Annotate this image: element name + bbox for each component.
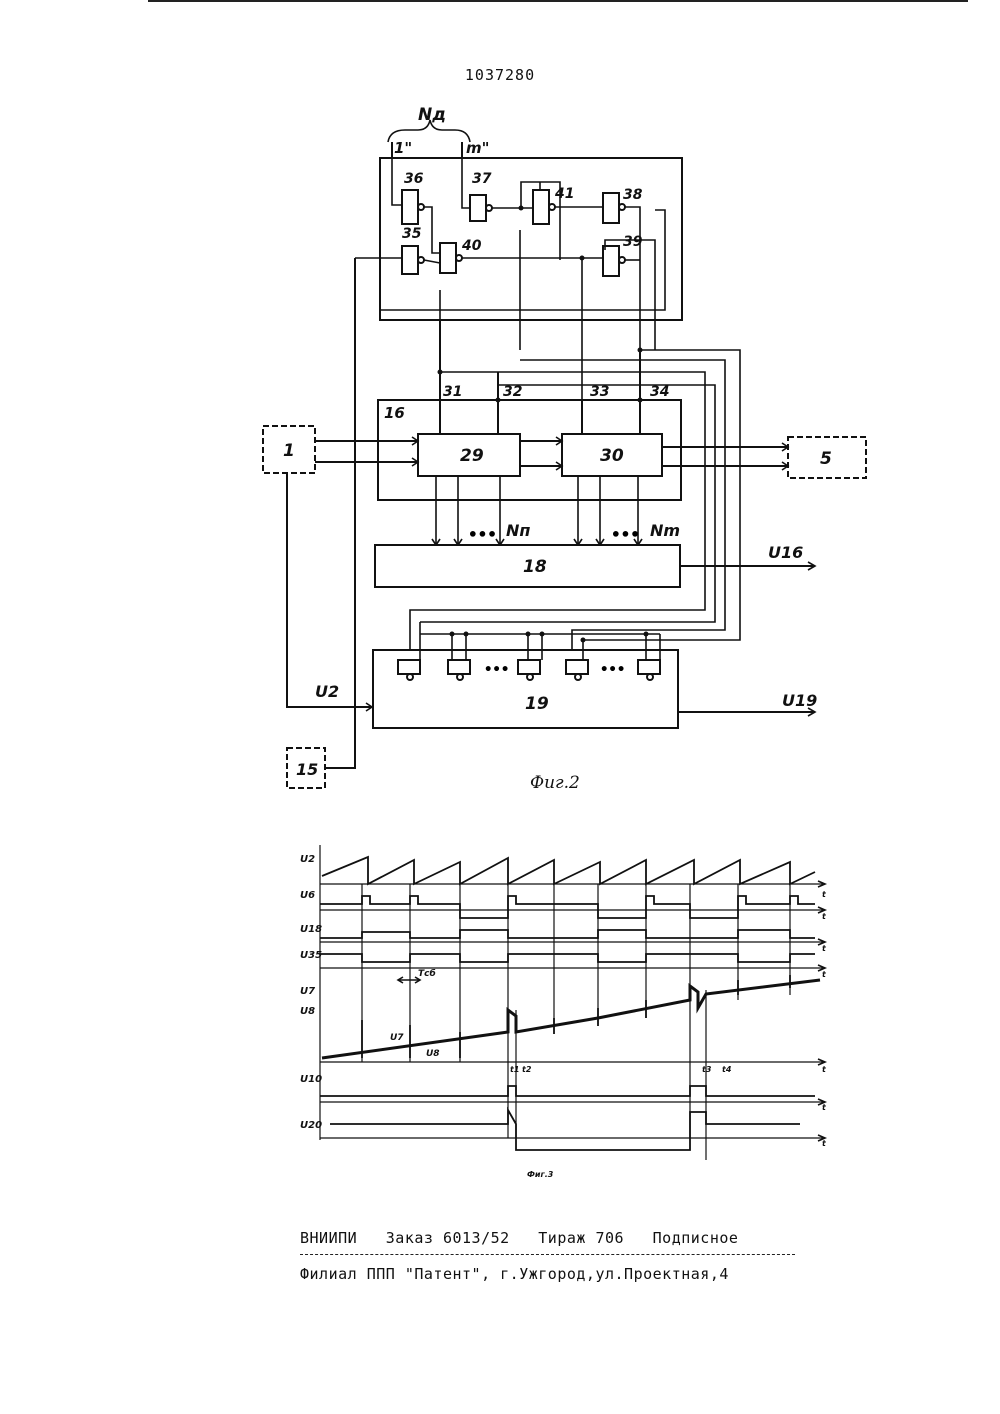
interval-marker: Tсб: [398, 968, 436, 983]
svg-text:U7: U7: [300, 986, 315, 997]
svg-text:U18: U18: [300, 924, 322, 935]
trace-u20: [330, 1110, 800, 1150]
svg-text:t: t: [822, 970, 827, 979]
footer-divider: [300, 1254, 795, 1255]
svg-text:t: t: [822, 1139, 827, 1148]
svg-text:t2: t2: [522, 1065, 532, 1074]
trace-u35: [320, 954, 815, 962]
trace-u7-label: U7: [390, 1033, 404, 1043]
svg-text:t: t: [822, 912, 827, 921]
svg-text:U35: U35: [300, 950, 322, 961]
svg-text:t4: t4: [722, 1065, 732, 1074]
trace-u10: [320, 1086, 815, 1096]
svg-text:t: t: [822, 890, 827, 899]
trace-u6: [320, 896, 815, 918]
trace-u8: [362, 975, 790, 1058]
footer-address-line: Филиал ППП "Патент", г.Ужгород,ул.Проект…: [300, 1265, 729, 1283]
time-axes: t t t t t t t: [320, 881, 827, 1148]
svg-text:U10: U10: [300, 1074, 322, 1085]
svg-text:t: t: [822, 944, 827, 953]
svg-text:U8: U8: [300, 1006, 315, 1017]
trace-u7-ramp: [322, 980, 820, 1058]
svg-text:t1: t1: [510, 1065, 519, 1074]
time-marks: t1 t2 t3 t4: [510, 1065, 732, 1074]
svg-text:U20: U20: [300, 1120, 322, 1131]
svg-text:t: t: [822, 1065, 827, 1074]
footer-publisher-line: ВНИИПИ Заказ 6013/52 Тираж 706 Подписное: [300, 1229, 738, 1247]
svg-text:t: t: [822, 1103, 827, 1112]
trace-u8-label: U8: [426, 1049, 440, 1059]
figure-3-caption: Фиг.3: [527, 1170, 553, 1179]
trace-u2-sawtooth: [322, 857, 815, 884]
svg-text:t3: t3: [702, 1065, 712, 1074]
svg-text:U6: U6: [300, 890, 315, 901]
svg-text:Tсб: Tсб: [418, 968, 436, 979]
channel-labels: U2 U6 U18 U35 U7 U8 U10 U20: [300, 854, 322, 1131]
svg-text:U2: U2: [300, 854, 315, 865]
trace-u18: [320, 930, 815, 938]
